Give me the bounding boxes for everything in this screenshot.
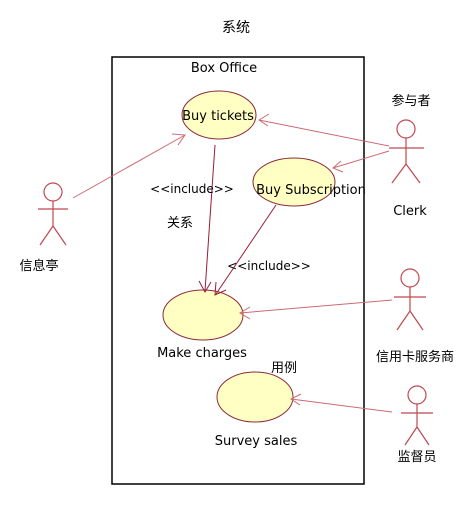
actor-supervisor[interactable]: 监督员 (397, 385, 437, 465)
include-label-1: <<include>> (150, 182, 234, 196)
use-case-label: Buy tickets (182, 109, 254, 124)
use-case-buy-subscription[interactable]: Buy Subscription (252, 157, 366, 207)
association-clerk-buy-tickets (258, 113, 390, 147)
actor-label: 监督员 (397, 450, 436, 465)
actor-credit-card-service[interactable]: 信用卡服务商 (376, 268, 454, 365)
annotation-system: 系统 (222, 20, 250, 36)
include-buy-subscription-to-make-charges (214, 204, 277, 296)
annotation-relationship: 关系 (167, 216, 193, 231)
use-case-buy-tickets[interactable]: Buy tickets (181, 90, 257, 140)
use-case-make-charges[interactable]: Make charges (157, 289, 247, 361)
actor-figure-icon (394, 268, 426, 331)
actor-label: 信息亭 (19, 258, 58, 274)
association-kiosk-buy-tickets (72, 133, 186, 199)
actor-kiosk[interactable]: 信息亭 (19, 182, 68, 274)
include-label-2: <<include>> (227, 259, 311, 273)
actor-figure-icon (401, 385, 433, 446)
actor-label: 信用卡服务商 (376, 349, 454, 365)
annotation-use-case: 用例 (271, 361, 297, 376)
association-credit-card-make-charges (239, 299, 393, 320)
use-case-label: Survey sales (215, 434, 298, 449)
annotation-actor: 参与者 (391, 93, 430, 109)
use-case-label: Buy Subscription (256, 183, 366, 198)
include-buy-tickets-to-make-charges (198, 144, 216, 294)
use-case-label: Make charges (157, 346, 247, 361)
actor-figure-icon (389, 119, 424, 184)
system-name: Box Office (191, 61, 257, 76)
use-case-survey-sales[interactable]: Survey sales (215, 371, 298, 449)
actor-label: Clerk (393, 204, 427, 219)
actor-figure-icon (38, 182, 68, 246)
system-boundary (111, 56, 365, 485)
association-supervisor-survey-sales (290, 393, 393, 413)
association-clerk-buy-subscription (332, 150, 390, 173)
actor-clerk[interactable]: Clerk (389, 119, 427, 219)
